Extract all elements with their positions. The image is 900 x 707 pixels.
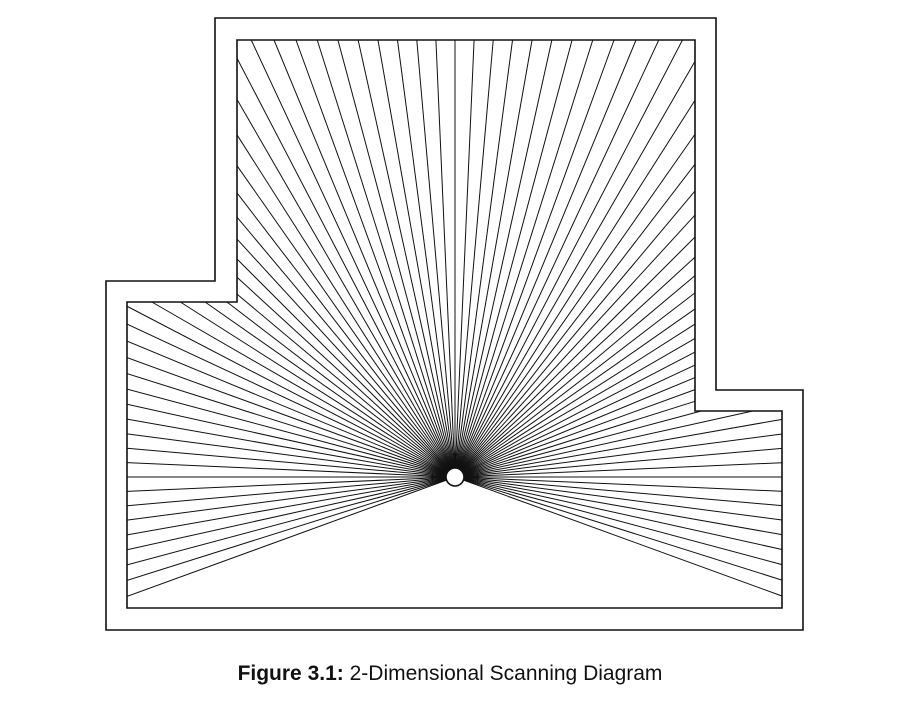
scan-ray [236, 134, 456, 478]
scan-ray [454, 476, 783, 536]
scan-ray [454, 410, 702, 478]
scan-ray [396, 39, 456, 478]
scan-ray [454, 39, 533, 478]
scan-ray [250, 39, 456, 478]
scan-ray [126, 357, 456, 478]
scan-ray [126, 403, 456, 478]
scan-ray [295, 39, 456, 478]
scan-ray [126, 323, 456, 478]
scan-ray [454, 476, 783, 492]
scanner-origin [445, 467, 465, 487]
scan-ray [126, 476, 456, 551]
scan-ray [273, 39, 456, 478]
scan-ray [236, 99, 456, 478]
scan-ray [454, 308, 696, 478]
scan-ray [454, 476, 783, 597]
scan-ray [236, 238, 456, 478]
scan-ray [454, 133, 696, 478]
scan-ray [454, 39, 637, 478]
scan-ray [454, 410, 753, 478]
scan-ray [316, 39, 456, 478]
scan-ray [236, 165, 456, 478]
scan-ray [454, 39, 594, 478]
scan-ray [126, 433, 456, 478]
scan-ray [236, 276, 456, 478]
scanning-diagram [105, 17, 804, 631]
scan-ray [454, 100, 696, 478]
scan-ray [454, 61, 696, 478]
scan-ray [454, 447, 783, 478]
scan-ray [454, 476, 783, 566]
scan-ray [126, 476, 456, 597]
scan-ray [126, 447, 456, 478]
outer-wall-outline [105, 17, 804, 631]
scan-ray [126, 476, 456, 581]
scan-ray [454, 190, 696, 478]
scan-ray [126, 373, 456, 478]
scan-ray [454, 39, 553, 478]
figure-label: Figure 3.1: [237, 662, 344, 685]
scan-ray [454, 39, 683, 478]
scan-ray [126, 418, 456, 478]
scan-ray [454, 39, 475, 478]
scan-ray [236, 258, 456, 478]
scan-ray [126, 476, 456, 507]
scan-ray [454, 476, 783, 550]
scan-ray [126, 305, 456, 478]
scan-ray [454, 256, 696, 478]
scan-ray [416, 39, 456, 478]
scan-ray [126, 476, 456, 566]
scan-ray [454, 400, 696, 478]
scan-ray [126, 340, 456, 478]
scan-ray [126, 476, 456, 536]
inner-room-outline [126, 39, 783, 609]
scan-ray [226, 301, 456, 478]
scan-ray [454, 433, 783, 478]
scan-ray [454, 39, 660, 478]
scan-ray [377, 39, 456, 478]
scan-ray [236, 293, 456, 478]
scan-ray [126, 476, 456, 492]
scan-ray [454, 275, 696, 478]
scan-ray [454, 323, 696, 478]
scan-ray [454, 292, 696, 478]
scan-ray [454, 476, 783, 507]
figure-title: 2-Dimensional Scanning Diagram [349, 662, 663, 685]
scan-ray [454, 462, 783, 478]
scan-ray [454, 389, 696, 478]
scan-ray [435, 39, 456, 478]
scan-ray [454, 39, 573, 478]
scan-rays [126, 39, 783, 597]
scan-ray [454, 39, 514, 478]
scan-ray [180, 301, 456, 478]
scan-ray [236, 192, 456, 478]
scan-ray [151, 301, 456, 478]
scan-ray [454, 236, 696, 478]
scan-ray [454, 377, 696, 478]
scan-ray [454, 418, 783, 478]
scan-ray [236, 216, 456, 478]
scan-ray [204, 301, 456, 478]
scan-ray [126, 462, 456, 478]
scan-ray [454, 364, 696, 478]
scan-ray [454, 39, 615, 478]
scan-ray [454, 476, 783, 521]
scan-ray [337, 39, 456, 478]
scan-ray [126, 388, 456, 478]
scan-ray [454, 163, 696, 478]
scan-ray [454, 214, 696, 478]
scan-ray [454, 338, 696, 478]
scan-ray [126, 476, 456, 521]
scan-ray [454, 351, 696, 478]
scan-ray [454, 39, 494, 478]
scan-ray [236, 57, 456, 478]
scan-ray [454, 476, 783, 581]
figure-caption: Figure 3.1: 2-Dimensional Scanning Diagr… [0, 662, 900, 686]
scan-ray [357, 39, 456, 478]
